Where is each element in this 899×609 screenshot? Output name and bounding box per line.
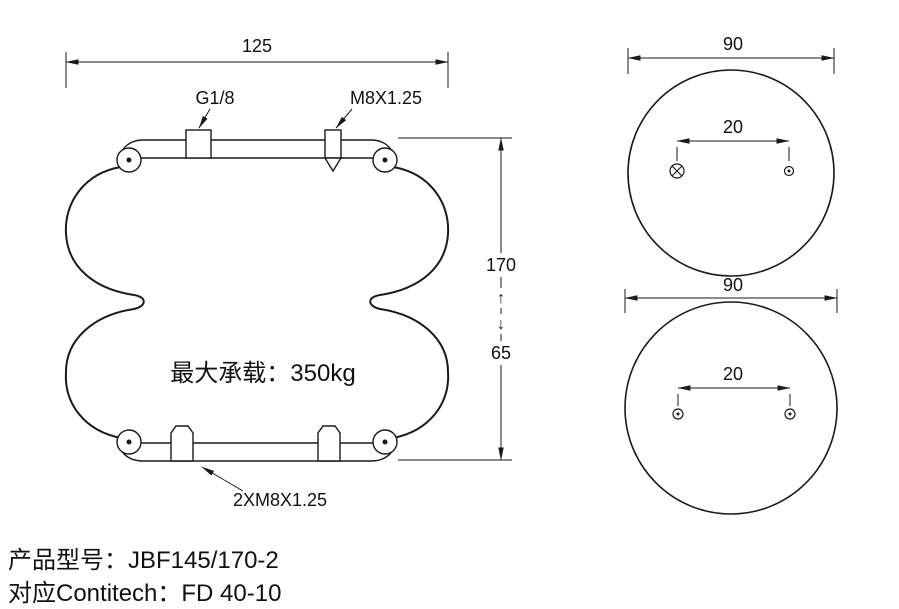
bottom-view-hole-spacing-label: 20 [723,364,743,384]
top-view-port-hole-icon [669,163,685,179]
top-view-hole-dim [676,138,790,161]
top-plate [119,139,395,159]
port-leader [198,108,211,129]
top-view: 90 20 [627,34,835,277]
range-up-arrow: ↑ [497,290,505,307]
bottom-plate [119,442,395,462]
bottom-studs-m8 [170,425,341,462]
height-max-label: 170 [486,255,516,275]
dimension-width [65,52,449,88]
bead-ring-dots [126,157,388,445]
bead-rings [116,147,398,455]
bottom-view-stud-hole-right-icon [784,408,796,420]
bottom-stud-leader [201,466,244,492]
dimension-height-labels: 170 ↑ ↓ 65 [483,253,519,365]
contitech-compat-line: 对应Contitech：FD 40-10 [8,580,281,607]
product-model-line: 产品型号：JBF145/170-2 [8,547,279,574]
bottom-view-diameter-label: 90 [723,275,743,295]
air-port-g18 [185,129,212,159]
top-view-diameter-label: 90 [723,34,743,54]
bottom-view: 90 20 [624,275,838,515]
top-view-hole-spacing-label: 20 [723,117,743,137]
top-stud-m8 [323,129,343,173]
range-down-arrow: ↓ [497,316,505,333]
bottom-view-stud-hole-left-icon [672,408,684,420]
bottom-view-diameter-dim [624,289,838,313]
top-view-diameter-dim [627,48,835,74]
top-view-stud-hole-icon [783,165,795,177]
top-stud-leader [335,108,353,129]
top-stud-label: M8X1.25 [350,88,422,108]
port-label: G1/8 [195,88,234,108]
bottom-view-hole-dim [677,385,791,406]
dimension-width-label: 125 [242,36,272,56]
bottom-stud-label: 2XM8X1.25 [233,490,327,510]
height-min-label: 65 [491,343,511,363]
bellows-outline [64,166,450,439]
max-load-note: 最大承载：350kg [170,360,355,387]
